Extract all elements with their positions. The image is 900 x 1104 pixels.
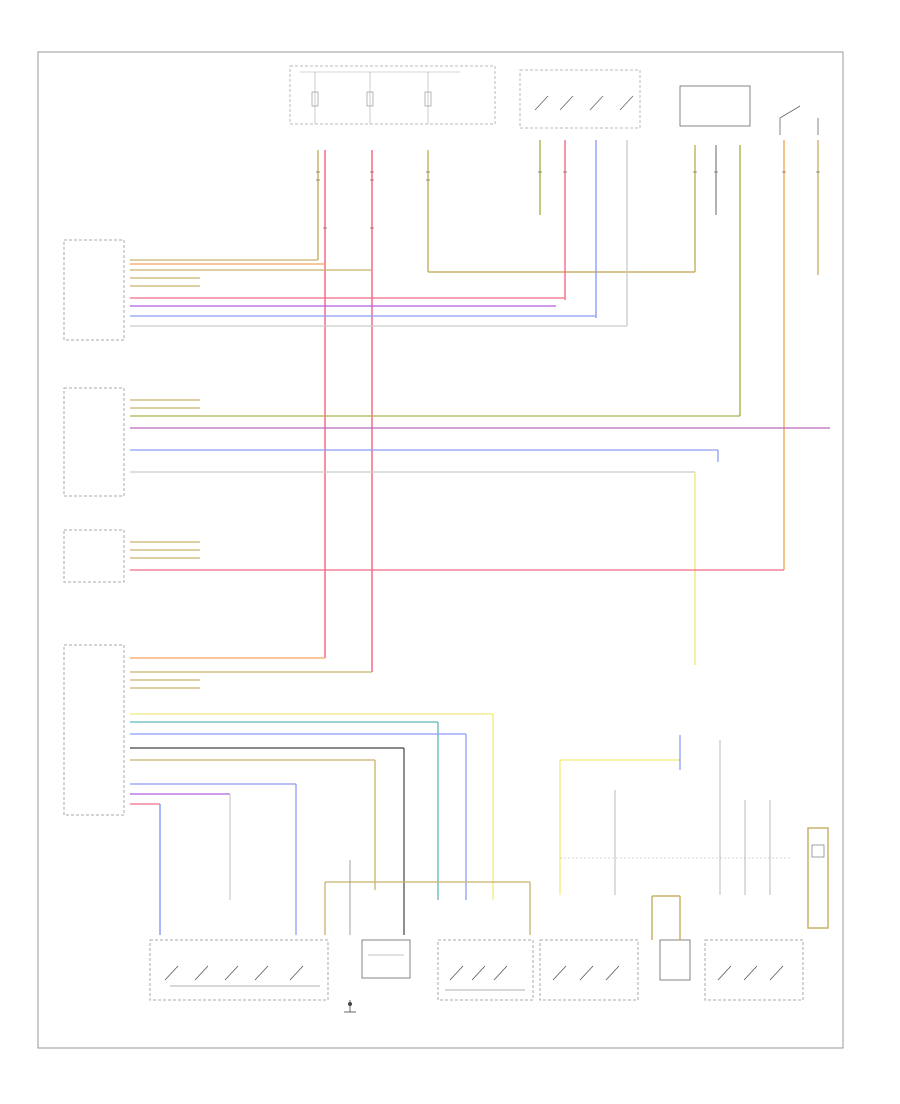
right-seat-motor [651,895,691,981]
top-switch-group [519,69,641,129]
top-relay-box [679,85,751,127]
seat-belt-tensioner-module [63,529,125,583]
right-rear-seat-switch [704,939,804,1001]
left-rear-seat-switch [149,939,329,1001]
left-front-seat-module [63,387,125,497]
connector-ticks [316,171,820,229]
left-rear-control-module [63,239,125,341]
lumbar-switch [437,939,534,1001]
center-lamp-unit [361,939,411,979]
right-front-seat-switch [539,939,639,1001]
fuse-block [289,65,496,125]
diagram-border [37,51,844,1049]
top-right-switch [779,105,819,135]
right-rear-control-module [63,644,125,816]
ground-icon [344,1000,356,1013]
right-seat-heater [807,827,829,929]
